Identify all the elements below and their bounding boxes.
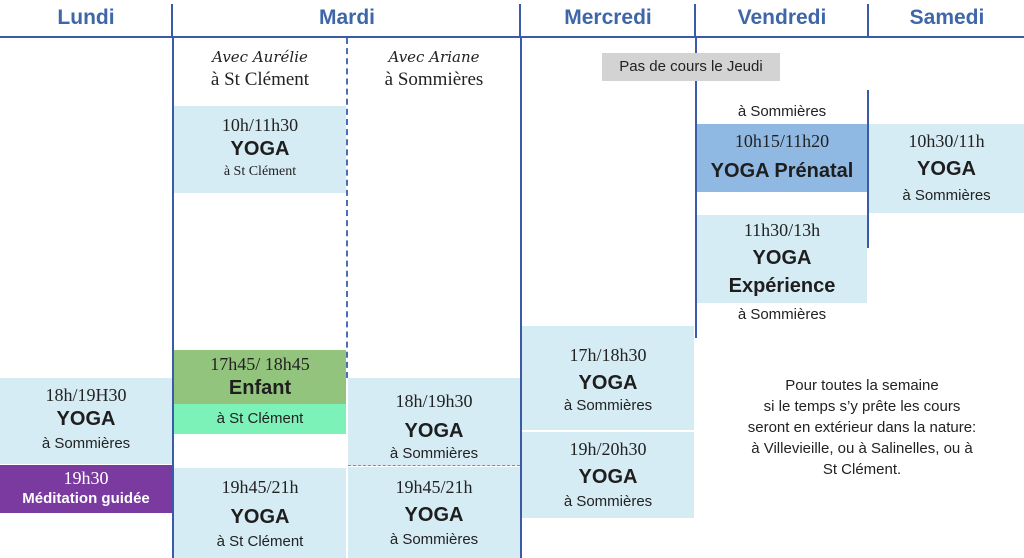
class-title: YOGA [230,506,290,528]
class-mercredi-late[interactable]: 19h/20h30 YOGA à Sommières [522,432,694,518]
class-place: à Sommières [41,435,131,452]
note-line: seront en extérieur dans la nature: [747,419,977,436]
class-mardi-enfant[interactable]: 17h45/ 18h45 Enfant [174,350,346,404]
class-title-line2: Expérience [728,275,836,297]
teacher-name: Avec Aurélie [212,48,308,66]
class-place: à Sommières [737,306,827,323]
class-vendredi-experience-place: à Sommières [697,303,867,327]
class-title: YOGA [578,372,638,394]
class-time: 19h30 [63,468,109,488]
class-title: YOGA [404,504,464,526]
class-mardi-enfant-place: à St Clément [174,404,346,434]
class-place: à St Clément [216,533,304,550]
note-line: St Clément. [822,461,902,478]
note-line: si le temps s’y prête les cours [763,398,961,415]
day-header-mercredi: Mercredi [564,6,652,29]
header-separator [867,4,869,38]
teacher-location: à St Clément [210,69,310,90]
class-place: à Sommières [563,493,653,510]
class-title: YOGA [752,247,812,269]
header-divider [0,36,1024,38]
day-header-samedi: Samedi [909,6,985,29]
notice-no-class-thursday: Pas de cours le Jeudi [602,53,780,81]
teacher-ariane: Avec Ariane à Sommières [348,46,520,92]
day-header-vendredi: Vendredi [737,6,827,29]
class-place: à St Clément [216,410,304,427]
class-place: à Sommières [737,103,827,120]
class-place: à Sommières [389,445,479,462]
column-separator [695,38,697,338]
class-title: YOGA [404,420,464,442]
class-title: YOGA [56,408,116,430]
header-separator [171,4,173,38]
class-vendredi-prenatal-place: à Sommières [697,100,867,124]
teacher-location: à Sommières [384,69,484,90]
class-lundi-yoga[interactable]: 18h/19H30 YOGA à Sommières [0,378,172,464]
class-title: Enfant [228,377,292,399]
class-title: YOGA [578,466,638,488]
class-place: à St Clément [223,164,297,179]
class-title: YOGA Prénatal [710,160,854,182]
note-line: à Villevieille, ou à Salinelles, ou à [751,440,973,457]
class-vendredi-experience[interactable]: 11h30/13h YOGA Expérience [697,215,867,303]
column-separator-dashed [346,38,348,378]
class-place: à Sommières [389,531,479,548]
class-time: 18h/19H30 [45,385,127,405]
class-time: 17h45/ 18h45 [210,354,310,374]
class-time: 19h/20h30 [569,439,647,459]
class-title: Méditation guidée [22,490,150,507]
class-vendredi-prenatal[interactable]: 10h15/11h20 YOGA Prénatal [697,124,867,192]
day-header-mardi: Mardi [318,6,375,29]
class-mardi-ariane-late[interactable]: 19h45/21h YOGA à Sommières [348,467,520,558]
class-mardi-ariane-early[interactable]: 18h/19h30 YOGA à Sommières [348,378,520,466]
class-time: 19h45/21h [395,477,473,497]
class-lundi-meditation[interactable]: 19h30 Méditation guidée [0,465,172,513]
class-place: à Sommières [902,187,991,204]
class-mercredi-early[interactable]: 17h/18h30 YOGA à Sommières [522,326,694,430]
class-place: à Sommières [563,397,653,414]
class-time: 11h30/13h [743,220,821,240]
notice-text: Pas de cours le Jeudi [619,58,763,75]
class-samedi-yoga[interactable]: 10h30/11h YOGA à Sommières [869,124,1024,213]
class-time: 10h/11h30 [221,115,299,135]
class-time: 10h30/11h [908,131,985,151]
class-title: YOGA [230,138,290,160]
class-time: 18h/19h30 [395,391,473,411]
header-separator [694,4,696,38]
teacher-name: Avec Ariane [388,48,480,66]
class-mardi-aurelie-evening[interactable]: 19h45/21h YOGA à St Clément [174,468,346,558]
teacher-aurelie: Avec Aurélie à St Clément [174,46,346,92]
class-time: 10h15/11h20 [734,131,830,151]
class-time: 19h45/21h [221,477,299,497]
class-time: 17h/18h30 [569,345,647,365]
class-title: YOGA [917,158,976,180]
outdoor-note: Pour toutes la semaine si le temps s’y p… [712,375,1012,480]
column-separator [520,38,522,558]
column-separator [172,38,174,558]
day-header-lundi: Lundi [57,6,115,29]
column-separator [867,90,869,248]
header-separator [519,4,521,38]
note-line: Pour toutes la semaine [785,377,939,394]
class-mardi-aurelie-morning[interactable]: 10h/11h30 YOGA à St Clément [174,106,346,193]
